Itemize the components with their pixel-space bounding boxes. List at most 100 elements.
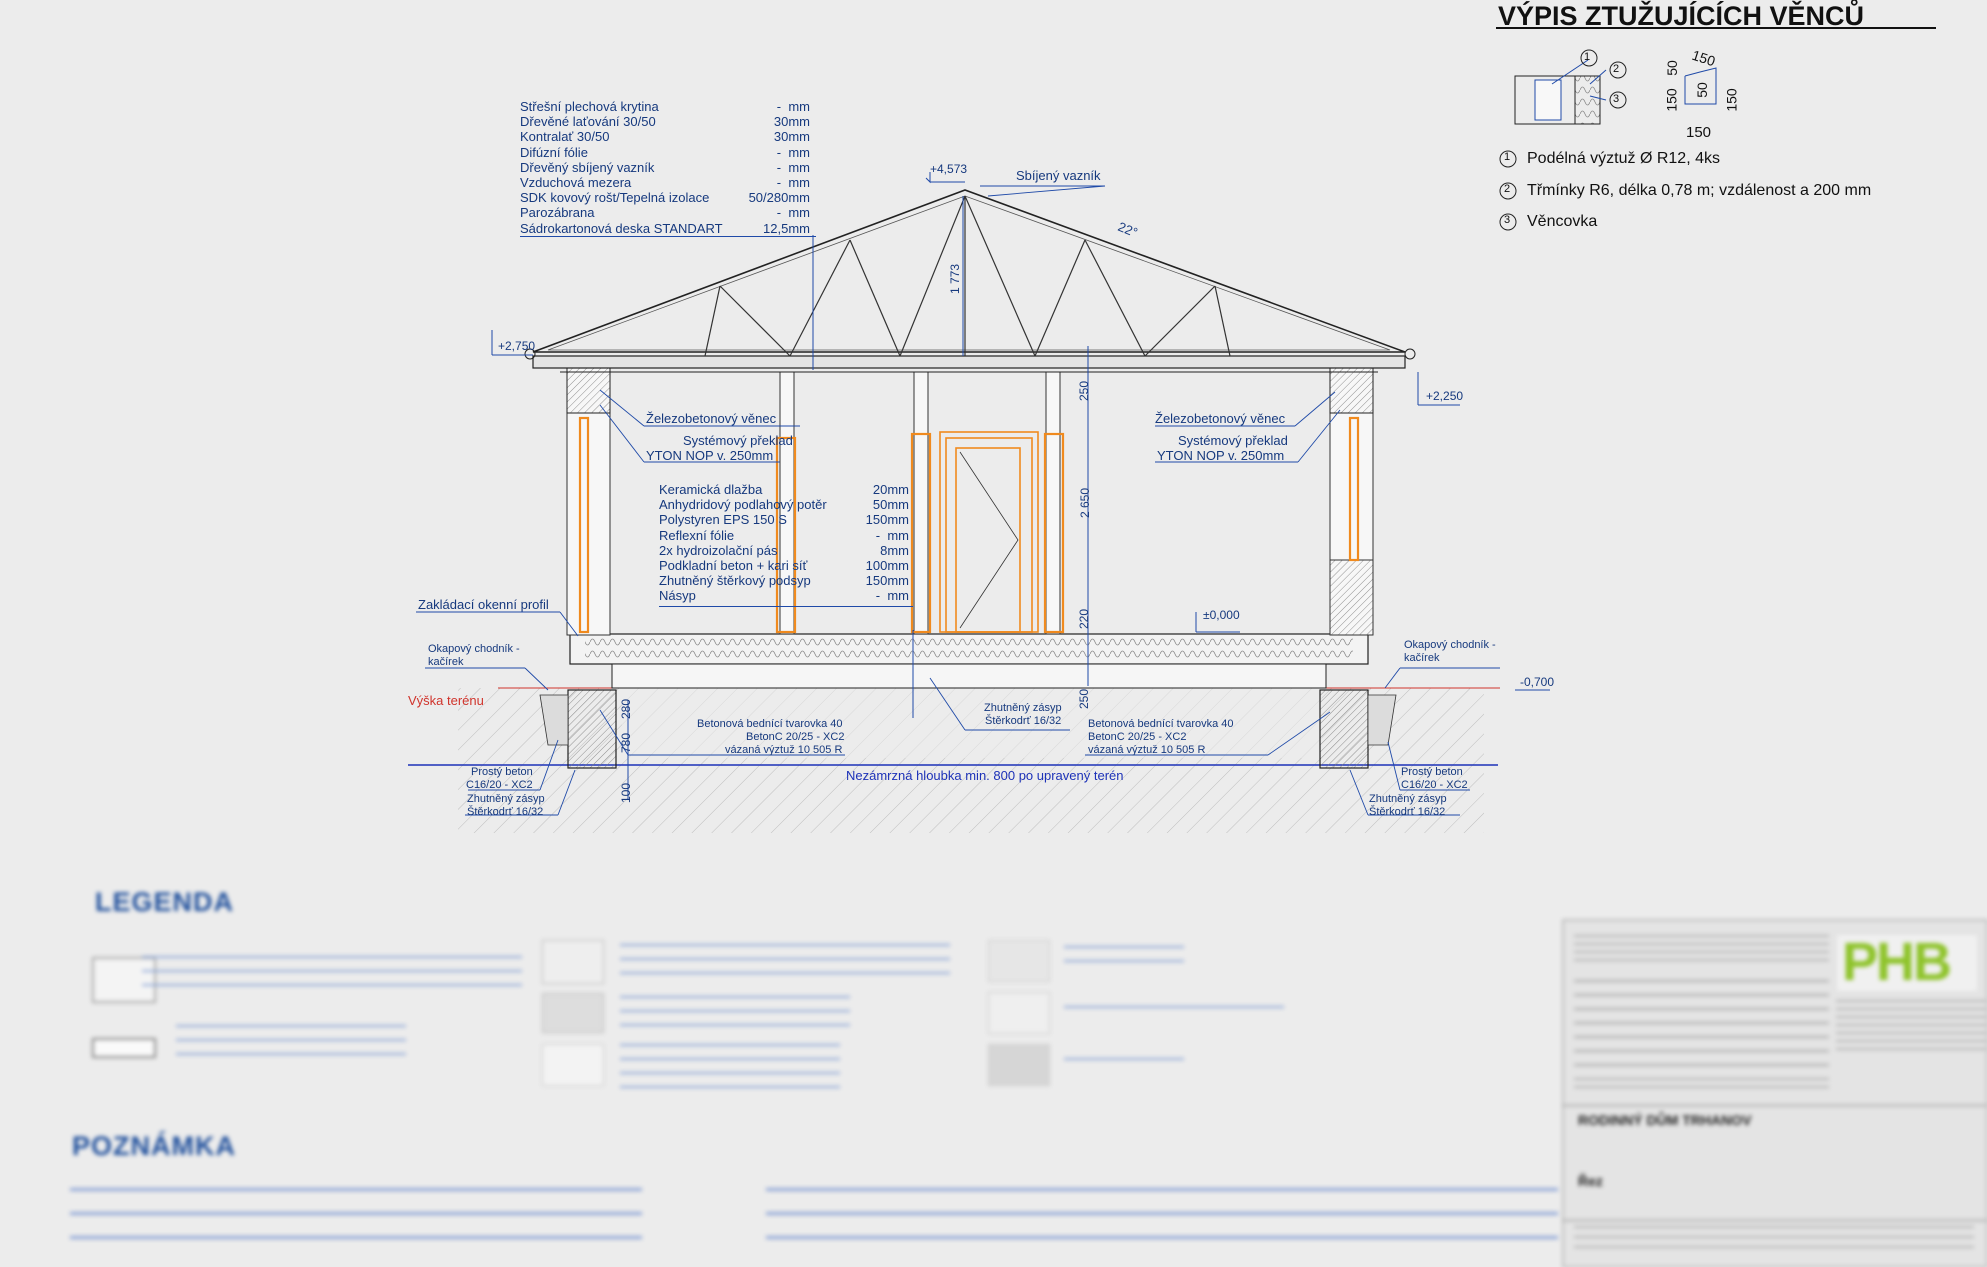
roof-layer-name: Střešní plechová krytina: [520, 99, 659, 114]
roof-layer-value: - mm: [776, 144, 810, 160]
ground-level: -0,700: [1520, 675, 1555, 689]
roof-layer-value: 30mm: [773, 129, 810, 145]
floor-layer-row: Keramická dlažba 20mm: [659, 482, 909, 497]
eave-level-right: +2,250: [1426, 389, 1464, 403]
ring-beam-right: [1329, 364, 1374, 414]
roof-layer-name: Difúzní fólie: [520, 144, 588, 160]
roof-layer-value: - mm: [776, 205, 810, 221]
roof-layers-underline: [520, 236, 816, 237]
floor-layer-value: 20mm: [872, 482, 909, 497]
floor-layers-underline: [659, 606, 913, 607]
roof-layer-name: Sádrokartonová deska STANDART: [520, 220, 723, 236]
roof-layer-name: Dřevěné laťování 30/50: [520, 114, 656, 130]
formwork-right-label-3: vázaná výztuž 10 505 R: [1088, 744, 1206, 756]
rebar-num-3: 3: [1613, 93, 1620, 105]
wall-right-lower: [1329, 559, 1374, 636]
rebar-item-num-1: 1: [1504, 151, 1511, 163]
lintel-left-label-1: Systémový překlad: [683, 433, 793, 448]
drip-right-label-1: Okapový chodník -: [1404, 639, 1496, 651]
dim-100: 100: [619, 782, 634, 804]
dim-780: 780: [619, 732, 634, 754]
rebar-item-3: Věncovka: [1527, 213, 1598, 230]
floor-layer-value: 8mm: [880, 542, 909, 558]
rebar-item-num-3: 3: [1504, 214, 1511, 226]
floor-layer-value: - mm: [875, 527, 909, 543]
roof-layer-value: 30mm: [773, 114, 810, 130]
rebar-num-2: 2: [1613, 63, 1620, 75]
dim-truss-height: 1 773: [948, 263, 963, 295]
terrain-label: Výška terénu: [408, 693, 484, 708]
dim-280: 280: [619, 698, 634, 720]
floor-layer-value: 150mm: [865, 512, 909, 528]
floor-layer-row: Polystyren EPS 150 S 150mm: [659, 512, 909, 527]
roof-layer-value: - mm: [776, 99, 810, 114]
floor-layer-name: Anhydridový podlahový potěr: [659, 497, 827, 513]
floor-layer-row: Podkladní beton + kari síť 100mm: [659, 558, 909, 573]
floor-insulation: [585, 638, 1353, 660]
floor-layer-value: 100mm: [865, 557, 909, 573]
ring-beam-left: [566, 364, 611, 414]
backfill-left-2: Štěrkodrť 16/32: [467, 806, 544, 818]
ring-beam-right-label: Železobetonový věnec: [1155, 411, 1286, 426]
roof-layer-name: SDK kovový rošt/Tepelná izolace: [520, 190, 710, 206]
roof-layer-value: 50/280mm: [748, 190, 810, 206]
roof-layer-value: - mm: [776, 159, 810, 175]
plain-concrete-left: [539, 694, 569, 746]
formwork-left-label-2: BetonC 20/25 - XC2: [746, 731, 845, 743]
roof-layer-row: Kontralať 30/50 30mm: [520, 129, 810, 144]
drip-left-label-1: Okapový chodník -: [428, 643, 520, 655]
roof-layer-row: Dřevěný sbíjený vazník - mm: [520, 160, 810, 175]
dim-250-bottom: 250: [1077, 688, 1092, 710]
foundation-left: [567, 689, 617, 769]
formwork-right-label-2: BetonC 20/25 - XC2: [1088, 731, 1187, 743]
floor-layer-name: Zhutněný štěrkový podsyp: [659, 573, 811, 589]
title-block-drawing: Řez: [1578, 1173, 1603, 1189]
roof-layer-row: Parozábrana- mm: [520, 205, 810, 220]
window-profile-label: Zakládací okenní profil: [418, 597, 549, 612]
lintel-right-label-2: YTON NOP v. 250mm: [1157, 448, 1285, 463]
ground-clear-interior: [622, 688, 1322, 758]
lintel-right-label-1: Systémový překlad: [1178, 433, 1288, 448]
rebar-table-title: VÝPIS ZTUŽUJÍCÍCH VĚNCŮ: [1498, 1, 1865, 31]
roof-layer-row: SDK kovový rošt/Tepelná izolace 50/280mm: [520, 190, 810, 205]
rebar-item-num-2: 2: [1504, 183, 1511, 195]
legend-title: LEGENDA: [95, 887, 235, 917]
lintel-left-label-2: YTON NOP v. 250mm: [646, 448, 774, 463]
drip-left-label-2: kačírek: [428, 656, 464, 668]
rebar-num-1: 1: [1584, 51, 1591, 63]
foundation-right: [1319, 689, 1369, 769]
floor-layer-value: - mm: [875, 588, 909, 604]
door: [939, 431, 1039, 633]
roof: [532, 189, 1406, 353]
floor-layer-name: Polystyren EPS 150 S: [659, 512, 787, 528]
rebar-detail: [1514, 59, 1717, 125]
floor-layer-name: Keramická dlažba: [659, 482, 763, 497]
rebar-item-1: Podélná výztuž Ø R12, 4ks: [1527, 150, 1720, 167]
roof-layer-value: - mm: [776, 174, 810, 190]
backfill-right-1: Zhutněný zásyp: [1369, 793, 1447, 805]
floor-layer-name: 2x hydroizolační pás: [659, 542, 778, 558]
stirrup-dim-50b: 50: [1693, 82, 1710, 98]
notes-title: POZNÁMKA: [72, 1131, 236, 1161]
plain-concrete-left-1: Prostý beton: [471, 766, 533, 778]
floor-layer-value: 50mm: [872, 497, 909, 513]
formwork-left-label-1: Betonová bednící tvarovka 40: [697, 718, 843, 730]
roof-layer-row: Vzduchová mezera- mm: [520, 175, 810, 190]
rebar-item-2: Třmínky R6, délka 0,78 m; vzdálenost a 2…: [1527, 182, 1872, 199]
fill-center-label-2: Štěrkodrť 16/32: [985, 715, 1062, 727]
stirrup-dim-bottom: 150: [1686, 124, 1712, 141]
title-block-project: RODINNÝ DŮM TRHANOV: [1578, 1112, 1752, 1128]
roof-layer-name: Kontralať 30/50: [520, 129, 610, 145]
fill-center-label-1: Zhutněný zásyp: [984, 702, 1062, 714]
ridge-level: +4,573: [930, 162, 968, 176]
floor-base: [611, 663, 1327, 689]
plain-concrete-left-2: C16/20 - XC2: [466, 779, 533, 791]
roof-layer-row: Střešní plechová krytina - mm: [520, 99, 810, 114]
floor-layer-row: Reflexní fólie- mm: [659, 528, 909, 543]
title-block-logo: [1837, 935, 1977, 991]
floor-layer-name: Podkladní beton + kari síť: [659, 557, 808, 573]
roof-layer-name: Dřevěný sbíjený vazník: [520, 159, 655, 175]
